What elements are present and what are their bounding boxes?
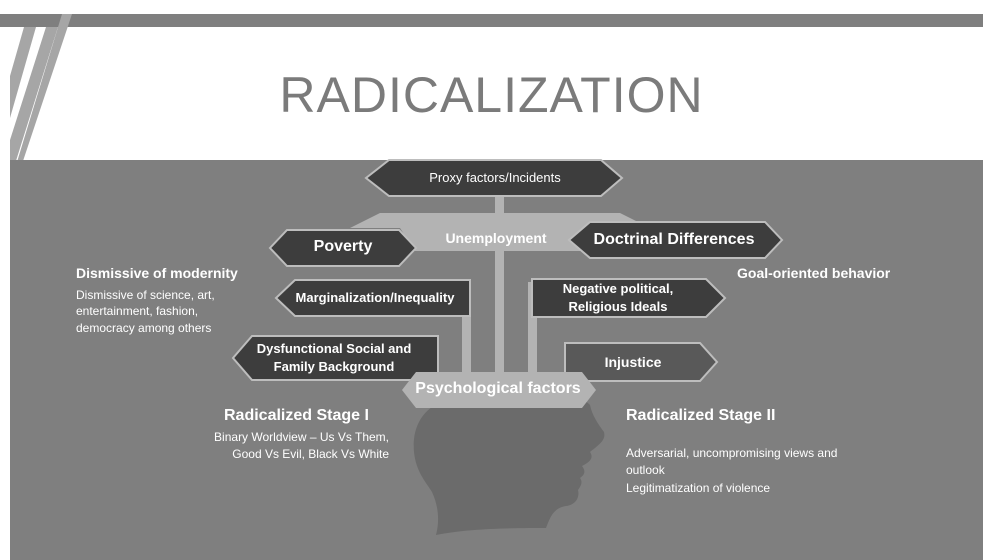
marginalization-label: Marginalization/Inequality: [295, 290, 455, 305]
corner-stripes: [10, 14, 72, 200]
negative-ideals-shape: [531, 278, 727, 318]
stage2-line: Legitimatization of violence: [626, 481, 771, 495]
unemployment-band: [400, 228, 600, 251]
page-title: RADICALIZATION: [279, 67, 704, 123]
psychological-shape: [402, 372, 596, 408]
top-bar: [0, 14, 983, 27]
modernity-line: Dismissive of science, art,: [76, 288, 215, 302]
proxy-factors-shape: [364, 159, 624, 197]
marginalization-shape: [274, 279, 471, 317]
doctrinal-shape: [567, 221, 784, 259]
stage1-heading: Radicalized Stage I: [224, 407, 369, 424]
modernity-line: democracy among others: [76, 321, 212, 335]
injustice-label: Injustice: [604, 354, 662, 370]
poverty-shape: [268, 229, 418, 267]
dysfunctional-line2: Family Background: [273, 359, 395, 374]
negative-ideals-line2: Religious Ideals: [568, 299, 668, 314]
doctrinal-label: Doctrinal Differences: [593, 231, 755, 248]
proxy-factors-label: Proxy factors/Incidents: [429, 170, 561, 185]
poverty-label: Poverty: [313, 238, 373, 255]
dysfunctional-line1: Dysfunctional Social and: [256, 341, 412, 356]
stage2-line: Adversarial, uncompromising views and: [626, 446, 838, 460]
stage2-heading: Radicalized Stage II: [626, 407, 776, 424]
stage2-line: outlook: [626, 463, 665, 477]
modernity-line: entertainment, fashion,: [76, 304, 199, 318]
unemployment-label: Unemployment: [445, 230, 547, 246]
dysfunctional-shape: [231, 335, 439, 381]
head-silhouette: [413, 392, 605, 535]
stage1-line: Binary Worldview – Us Vs Them,: [214, 430, 389, 444]
negative-ideals-line1: Negative political,: [562, 281, 674, 296]
psychological-label: Psychological factors: [415, 380, 581, 397]
modernity-heading: Dismissive of modernity: [76, 265, 238, 281]
goal-oriented-label: Goal-oriented behavior: [737, 265, 891, 281]
tree-connectors: [350, 196, 650, 378]
stage1-line: Good Vs Evil, Black Vs White: [232, 447, 389, 461]
